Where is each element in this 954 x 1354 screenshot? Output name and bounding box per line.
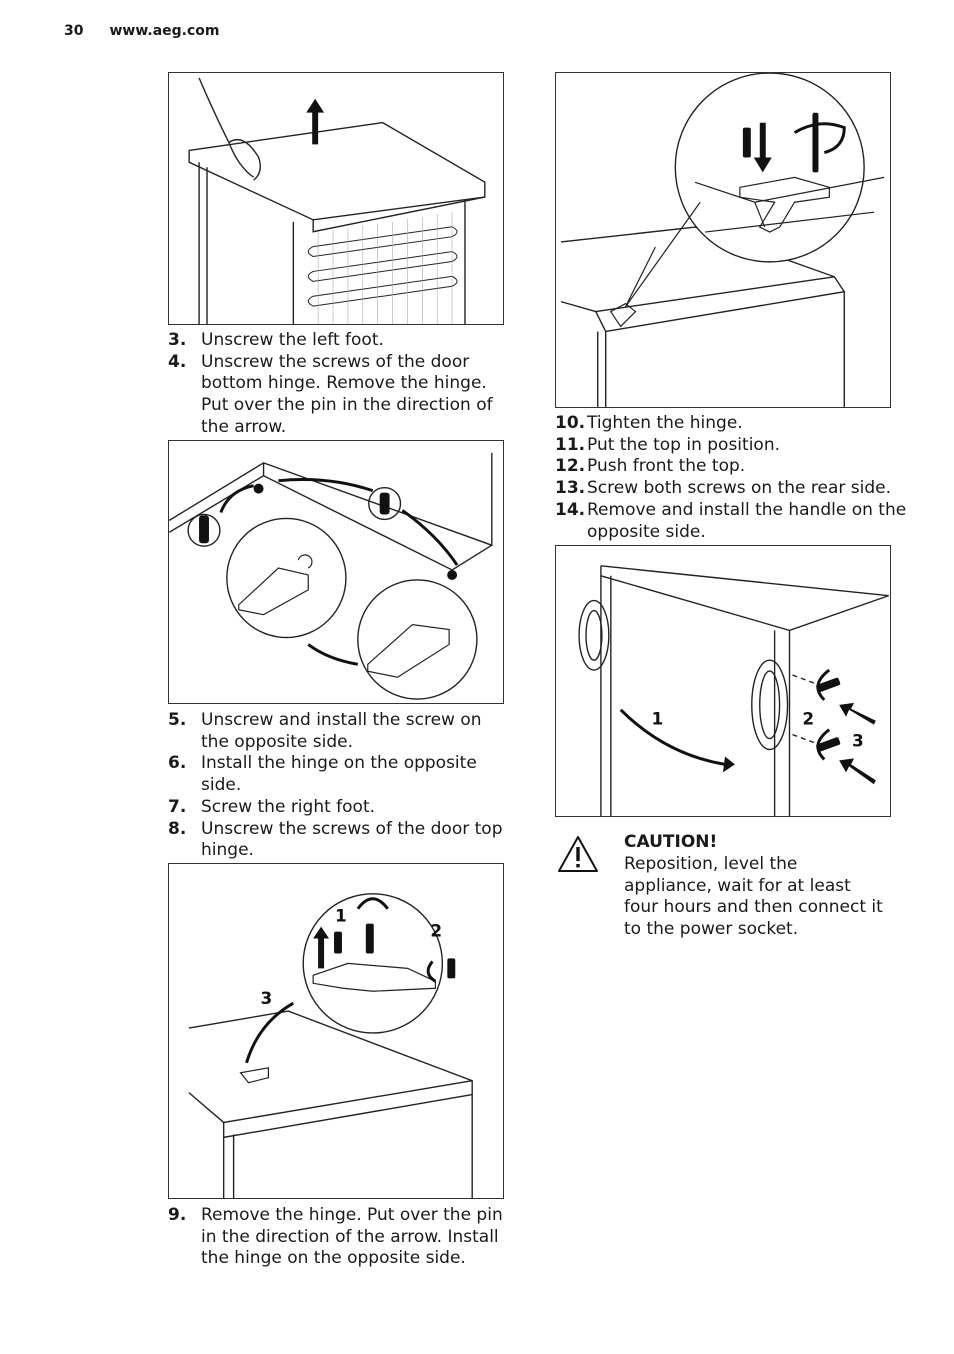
step-6: 6.Install the hinge on the opposite side… [168,753,477,796]
top-hinge-label-3: 3 [260,988,272,1008]
warning-triangle-icon [558,836,598,872]
step-9: 9.Remove the hinge. Put over the pin in … [168,1205,503,1269]
handle-illustration: 1 2 3 [578,565,890,816]
website-label: www.aeg.com [109,23,220,39]
step-12: 12.Push front the top. [555,456,746,477]
step-8: 8.Unscrew the screws of the door top hin… [168,818,503,861]
step-4: 4.Unscrew the screws of the door bottom … [168,351,493,437]
step-10: 10.Tighten the hinge. [555,413,743,433]
caution-text: Reposition, level the appliance, wait fo… [624,854,883,940]
page-number: 30 [64,23,84,39]
handle-label-2: 2 [802,709,814,729]
steps-10-14: 10.Tighten the hinge. 11.Put the top in … [555,413,915,543]
step-7: 7.Screw the right foot. [168,796,376,817]
steps-9: 9.Remove the hinge. Put over the pin in … [168,1205,514,1270]
remove-top-illustration [188,77,486,324]
top-hinge-label-2: 2 [430,921,442,941]
figure-tighten-hinge [555,72,891,408]
handle-label-3: 3 [852,731,864,751]
step-13: 13.Screw both screws on the rear side. [555,478,891,499]
handle-label-1: 1 [652,709,664,729]
step-14: 14.Remove and install the handle on the … [555,499,907,542]
top-hinge-illustration: 1 2 3 [188,893,473,1198]
figure-remove-top [168,72,504,325]
tighten-hinge-illustration [560,73,885,407]
bottom-hinge-illustration [169,452,493,700]
page-header: 30 www.aeg.com [64,23,220,39]
steps-3-4: 3.Unscrew the left foot. 4.Unscrew the s… [168,330,514,439]
step-11: 11.Put the top in position. [555,434,781,455]
top-hinge-label-1: 1 [335,906,347,926]
step-5: 5.Unscrew and install the screw on the o… [168,710,482,752]
figure-handle: 1 2 3 [555,545,891,817]
step-3: 3.Unscrew the left foot. [168,330,384,350]
caution-title: CAUTION! [624,832,718,852]
figure-bottom-hinge [168,440,504,704]
steps-5-8: 5.Unscrew and install the screw on the o… [168,710,514,862]
figure-top-hinge: 1 2 3 [168,863,504,1199]
